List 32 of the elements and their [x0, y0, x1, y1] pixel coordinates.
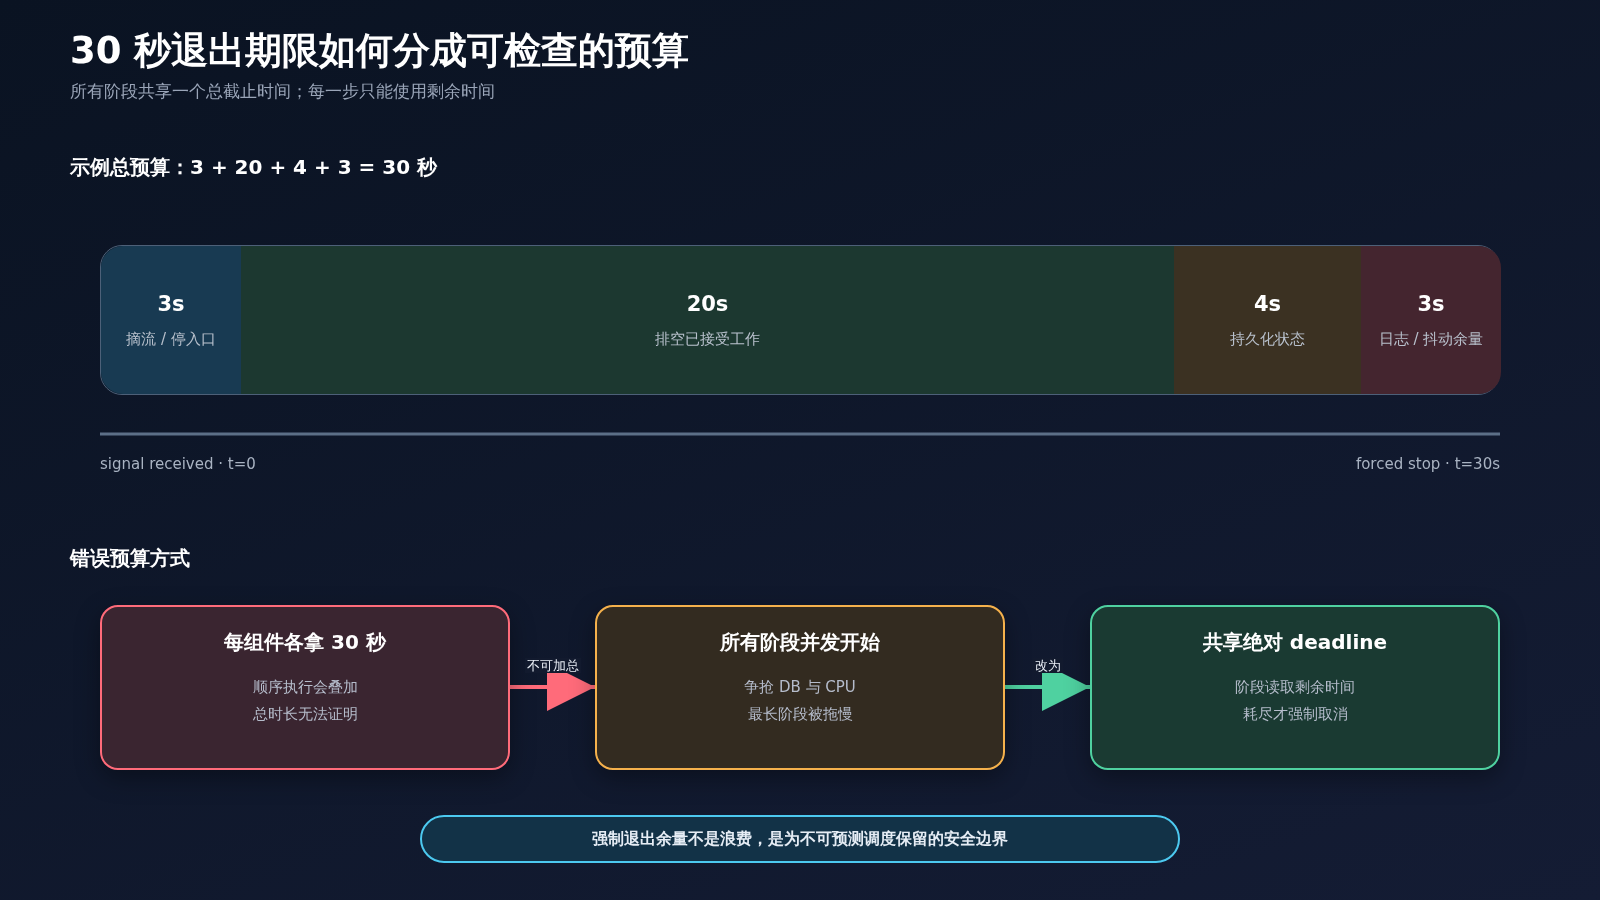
box-text: 摘流 / 停入口 — [126, 329, 216, 349]
process-box — [595, 605, 1005, 770]
note-pill: 强制退出余量不是浪费，是为不可预测调度保留的安全边界 — [420, 815, 1180, 863]
axis-label: forced stop · t=30s — [1355, 455, 1500, 473]
box-text: 争抢 DB 与 CPU — [744, 678, 856, 697]
title: 30 秒退出期限如何分成可检查的预算 — [70, 28, 690, 74]
box-text: 最长阶段被拖慢 — [747, 705, 853, 724]
box-heading: 4s — [1253, 291, 1282, 316]
timeline-bar — [100, 245, 1500, 395]
box-text: 顺序执行会叠加 — [252, 678, 358, 697]
process-box — [1090, 605, 1500, 770]
box-text: 阶段读取剩余时间 — [1235, 678, 1355, 697]
budget-segment — [101, 246, 241, 394]
box-text: 持久化状态 — [1230, 329, 1305, 349]
box-text: 日志 / 抖动余量 — [1378, 329, 1484, 349]
box-text: 耗尽才强制取消 — [1242, 705, 1348, 724]
box-heading: 每组件各拿 30 秒 — [224, 629, 386, 656]
box-text: 排空已接受工作 — [655, 329, 760, 349]
budget-segment — [1361, 246, 1501, 394]
section-heading: 错误预算方式 — [70, 545, 190, 572]
box-text: 总时长无法证明 — [252, 705, 358, 724]
box-heading: 3s — [1417, 291, 1445, 316]
box-heading: 所有阶段并发开始 — [720, 629, 880, 656]
section-heading: 示例总预算：3 + 20 + 4 + 3 = 30 秒 — [70, 154, 438, 181]
subtitle: 所有阶段共享一个总截止时间；每一步只能使用剩余时间 — [70, 80, 495, 103]
box-heading: 3s — [157, 291, 185, 316]
axis-label: signal received · t=0 — [100, 455, 256, 473]
box-heading: 20s — [686, 291, 729, 316]
box-heading: 共享绝对 deadline — [1202, 629, 1388, 656]
budget-segment — [1174, 246, 1361, 394]
budget-segment — [241, 246, 1174, 394]
process-box — [100, 605, 510, 770]
